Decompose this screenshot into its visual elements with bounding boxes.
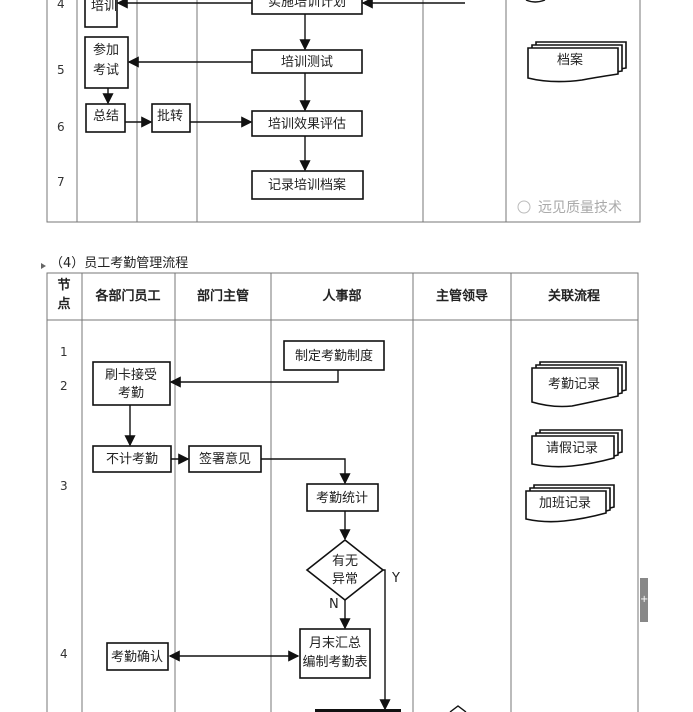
training-flow-table: 4 5 6 7 培训 实施培训计划 参加 考试 培训测试 总结 批转 培训效果评… <box>46 0 641 223</box>
archive-document-icon <box>527 41 627 83</box>
section-title: （4）员工考勤管理流程 <box>50 256 188 271</box>
overtime-record-document-icon <box>525 484 615 523</box>
card-label-1: 刷卡接受 <box>105 367 157 383</box>
header-dept-manager: 部门主管 <box>197 288 249 304</box>
summary-label: 总结 <box>93 109 119 124</box>
card-label-2: 考勤 <box>118 386 144 401</box>
header-node-2: 点 <box>57 296 70 312</box>
summary-box <box>85 103 126 133</box>
overtime-record-label: 加班记录 <box>539 496 591 511</box>
card-box <box>92 361 171 406</box>
plus-icon: + <box>640 594 649 605</box>
confirm-label: 考勤确认 <box>111 650 163 665</box>
row-number: 6 <box>57 120 65 134</box>
row-number: 2 <box>60 379 68 393</box>
decision-label-2: 异常 <box>332 572 358 587</box>
record-archive-box <box>251 170 364 200</box>
exam-box <box>84 36 129 89</box>
row-number: 7 <box>57 175 65 189</box>
stats-box <box>306 483 379 512</box>
archive-label: 档案 <box>557 53 583 68</box>
effect-eval-box <box>251 110 363 137</box>
monthly-label-1: 月末汇总 <box>309 636 361 651</box>
leave-record-document-icon <box>531 429 623 468</box>
watermark: 远见质量技术 <box>538 200 622 216</box>
monthly-label-2: 编制考勤表 <box>302 655 367 670</box>
leave-record-label: 请假记录 <box>546 441 598 456</box>
no-count-box <box>92 445 172 473</box>
no-count-label: 不计考勤 <box>106 452 158 467</box>
watermark-logo-icon <box>517 200 531 214</box>
side-scroll-handle[interactable]: + <box>640 578 648 622</box>
exam-label-2: 考试 <box>93 63 119 78</box>
next-box-partial <box>315 709 401 712</box>
implement-plan-label: 实施培训计划 <box>268 0 346 10</box>
training-label: 培训 <box>91 0 117 14</box>
header-node-1: 节 <box>57 277 70 293</box>
row-number: 4 <box>57 0 65 11</box>
bullet-icon <box>41 263 46 269</box>
attendance-record-label: 考勤记录 <box>548 377 600 392</box>
header-related: 关联流程 <box>548 288 600 304</box>
make-rules-label: 制定考勤制度 <box>295 348 373 364</box>
document-shape-partial <box>525 0 546 3</box>
next-diamond-partial <box>449 705 467 712</box>
row-number: 3 <box>60 479 68 493</box>
yes-label: Y <box>391 571 400 586</box>
approve-box <box>151 103 191 133</box>
row-number: 1 <box>60 345 68 359</box>
record-archive-label: 记录培训档案 <box>268 177 346 193</box>
header-hr: 人事部 <box>322 288 361 304</box>
header-employees: 各部门员工 <box>94 288 160 304</box>
sign-opinion-label: 签署意见 <box>199 451 251 467</box>
row-number: 5 <box>57 63 65 77</box>
training-test-label: 培训测试 <box>281 54 333 70</box>
row-number: 4 <box>60 647 68 661</box>
attendance-flow-table: 节 点 各部门员工 部门主管 人事部 主管领导 关联流程 1 2 3 4 制定考… <box>46 272 639 712</box>
no-label: N <box>329 597 339 612</box>
header-leader: 主管领导 <box>436 288 488 304</box>
effect-eval-label: 培训效果评估 <box>268 116 346 132</box>
confirm-box <box>106 642 169 671</box>
monthly-box <box>299 628 371 679</box>
decision-label-1: 有无 <box>332 554 358 569</box>
training-box <box>84 0 118 28</box>
decision-diamond <box>305 538 385 602</box>
sign-opinion-box <box>188 445 262 473</box>
approve-label: 批转 <box>157 109 183 124</box>
make-rules-box <box>283 340 385 371</box>
stats-label: 考勤统计 <box>316 491 368 506</box>
attendance-record-document-icon <box>531 361 627 408</box>
exam-label-1: 参加 <box>93 42 119 58</box>
